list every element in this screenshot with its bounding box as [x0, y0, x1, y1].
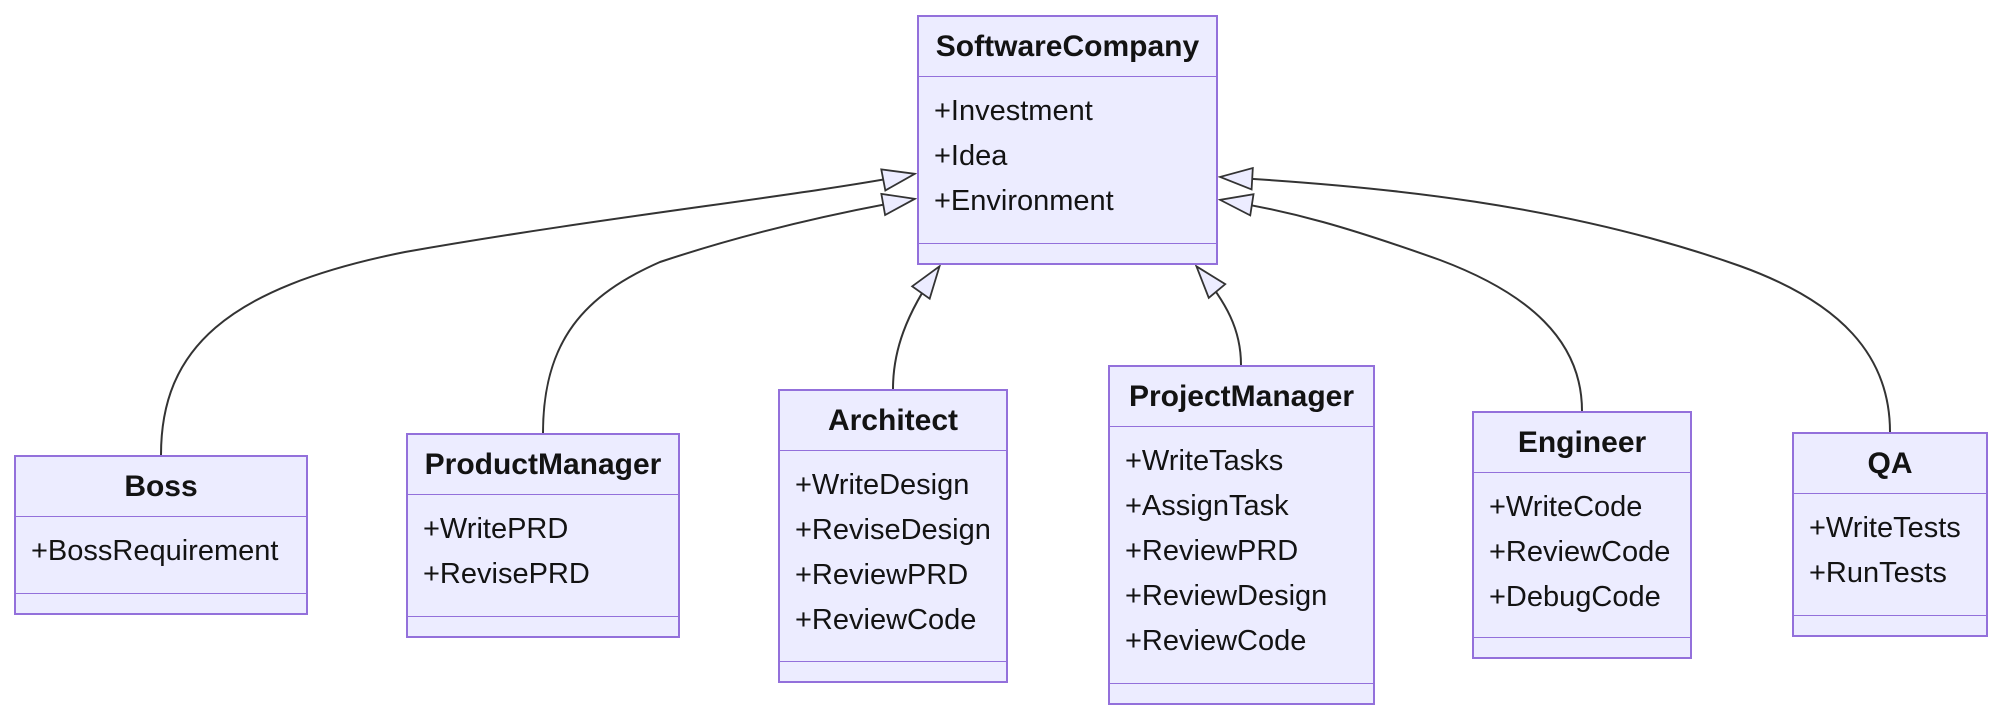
class-attributes: +WriteTests +RunTests [1794, 494, 1986, 615]
class-methods-empty [780, 661, 1006, 681]
class-methods-empty [16, 593, 306, 613]
class-box-boss: Boss +BossRequirement [14, 455, 308, 615]
class-attribute: +Investment [934, 95, 1093, 127]
class-methods-empty [1110, 683, 1373, 703]
class-title: Boss [16, 457, 306, 517]
class-box-architect: Architect +WriteDesign +ReviseDesign +Re… [778, 389, 1008, 683]
class-attribute: +ReviewCode [1489, 536, 1671, 568]
edge-productmanager-inheritance [542, 199, 914, 434]
class-attribute: +ReviewCode [795, 604, 977, 636]
class-title: ProductManager [408, 435, 678, 495]
class-attribute: +ReviewPRD [795, 559, 969, 591]
class-attributes: +WriteCode +ReviewCode +DebugCode [1474, 473, 1690, 637]
class-attribute: +AssignTask [1125, 490, 1289, 522]
class-title: Engineer [1474, 413, 1690, 473]
class-attributes: +WriteTasks +AssignTask +ReviewPRD +Revi… [1110, 427, 1373, 683]
class-attributes: +BossRequirement [16, 517, 306, 593]
class-methods-empty [1474, 637, 1690, 657]
class-title: QA [1794, 434, 1986, 494]
class-attribute: +BossRequirement [31, 535, 279, 567]
class-attribute: +WritePRD [423, 513, 569, 545]
class-methods-empty [919, 243, 1216, 263]
edge-projectmanager-inheritance [1197, 267, 1242, 366]
class-attribute: +WriteTests [1809, 512, 1961, 544]
class-attributes: +Investment +Idea +Environment [919, 77, 1216, 243]
edge-boss-inheritance [160, 174, 914, 456]
class-attribute: +Idea [934, 140, 1008, 172]
class-attribute: +DebugCode [1489, 581, 1661, 613]
class-attribute: +ReviewDesign [1125, 580, 1328, 612]
class-attribute: +WriteTasks [1125, 445, 1284, 477]
class-box-softwarecompany: SoftwareCompany +Investment +Idea +Envir… [917, 15, 1218, 265]
class-attribute: +ReviewPRD [1125, 535, 1299, 567]
class-attributes: +WritePRD +RevisePRD [408, 495, 678, 616]
class-attribute: +Environment [934, 185, 1114, 217]
class-attribute: +WriteCode [1489, 491, 1643, 523]
edge-engineer-inheritance [1221, 200, 1583, 412]
class-box-engineer: Engineer +WriteCode +ReviewCode +DebugCo… [1472, 411, 1692, 659]
edge-architect-inheritance [892, 267, 939, 390]
class-title: Architect [780, 391, 1006, 451]
class-title: ProjectManager [1110, 367, 1373, 427]
class-box-projectmanager: ProjectManager +WriteTasks +AssignTask +… [1108, 365, 1375, 705]
class-box-productmanager: ProductManager +WritePRD +RevisePRD [406, 433, 680, 638]
class-attribute: +ReviewCode [1125, 625, 1307, 657]
class-attribute: +ReviseDesign [795, 514, 991, 546]
edge-qa-inheritance [1221, 177, 1891, 433]
class-attribute: +RunTests [1809, 557, 1947, 589]
class-methods-empty [1794, 615, 1986, 635]
class-title: SoftwareCompany [919, 17, 1216, 77]
class-methods-empty [408, 616, 678, 636]
class-attributes: +WriteDesign +ReviseDesign +ReviewPRD +R… [780, 451, 1006, 661]
class-box-qa: QA +WriteTests +RunTests [1792, 432, 1988, 637]
class-attribute: +WriteDesign [795, 469, 970, 501]
class-attribute: +RevisePRD [423, 558, 590, 590]
